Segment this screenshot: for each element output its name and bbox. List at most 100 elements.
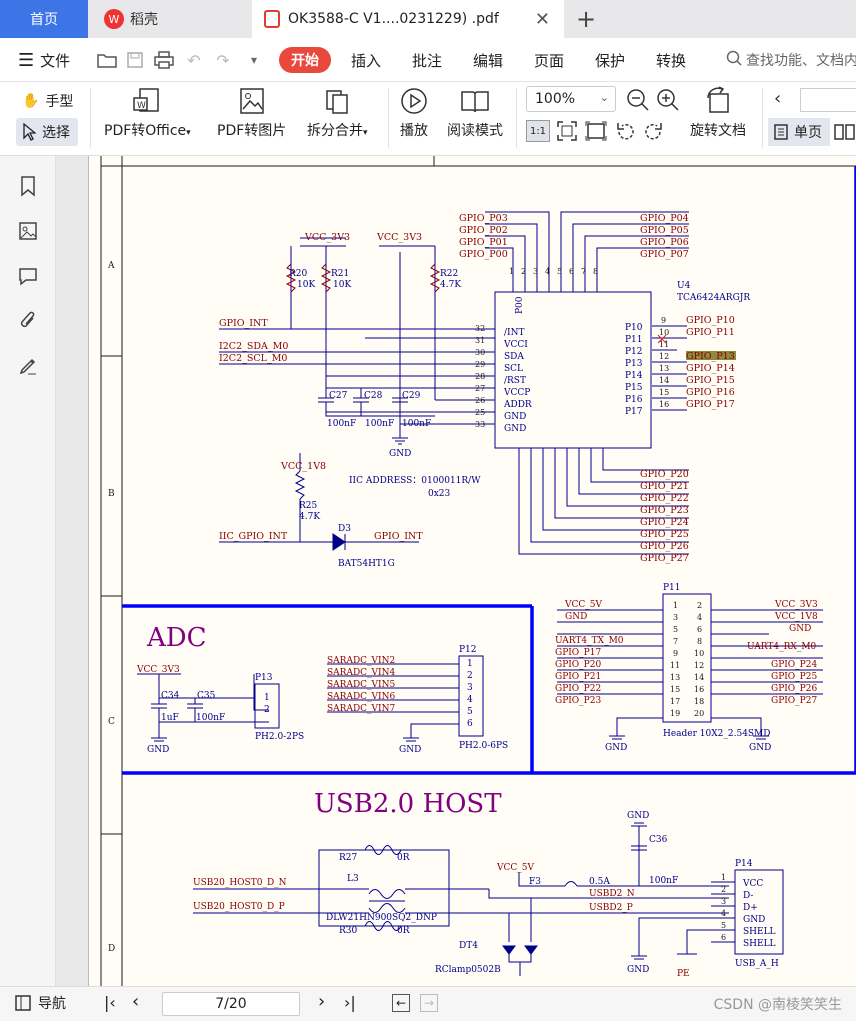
single-page-button[interactable]: 单页 xyxy=(768,118,830,146)
undo-icon[interactable]: ↶ xyxy=(187,50,201,70)
page-number-input[interactable]: 7/20 xyxy=(162,992,300,1016)
connector-pin: 4 xyxy=(697,613,702,622)
component-label: R22 xyxy=(440,269,458,279)
tab-home-label: 首页 xyxy=(30,12,58,28)
u4-pin-name: SDA xyxy=(504,352,524,362)
tab-home[interactable]: 首页 xyxy=(0,0,88,38)
decoupling-caps xyxy=(219,388,435,551)
plus-icon: + xyxy=(575,5,597,33)
document-viewer[interactable]: A B C D xyxy=(56,156,856,986)
net-label: GPIO_P20 xyxy=(555,660,601,670)
attachment-icon[interactable] xyxy=(16,309,40,333)
bookmark-icon[interactable] xyxy=(16,174,40,198)
net-label: GPIO_P26 xyxy=(640,541,689,552)
next-page-icon[interactable]: › xyxy=(318,991,326,1012)
component-value: 1uF xyxy=(161,713,179,723)
double-page-icon[interactable] xyxy=(834,122,856,146)
cursor-icon xyxy=(23,123,36,141)
component-label: C34 xyxy=(161,691,180,701)
chevron-left-icon[interactable]: ‹ xyxy=(774,88,782,109)
u4-pin-number: 3 xyxy=(533,267,538,276)
previous-page-icon[interactable]: ‹ xyxy=(132,991,140,1012)
pdf-to-image-button[interactable]: PDF转图片 xyxy=(217,86,286,140)
annotate-tab[interactable]: 批注 xyxy=(412,51,443,70)
play-button[interactable]: 播放 xyxy=(399,86,429,140)
section-borders xyxy=(122,166,856,775)
split-merge-button[interactable]: 拆分合并▾ xyxy=(307,86,368,140)
navigation-label: 导航 xyxy=(38,996,66,1012)
comment-icon[interactable] xyxy=(16,264,40,288)
rotate-document-button[interactable]: 旋转文档 xyxy=(690,86,746,140)
fit-width-icon[interactable] xyxy=(585,120,607,146)
navigation-icon xyxy=(15,995,31,1011)
connector-pin-name: D- xyxy=(743,891,753,901)
insert-tab[interactable]: 插入 xyxy=(351,51,382,70)
u4-pin-number: 7 xyxy=(581,267,586,276)
connector-pin: 1 xyxy=(264,693,270,703)
read-mode-button[interactable]: 阅读模式 xyxy=(447,86,503,140)
component-label: C29 xyxy=(402,391,421,401)
component-value: 100nF xyxy=(649,876,678,886)
chevron-down-icon[interactable]: ▾ xyxy=(250,53,258,67)
protect-tab[interactable]: 保护 xyxy=(595,51,626,70)
component-label: DT4 xyxy=(459,941,478,951)
open-folder-icon[interactable] xyxy=(96,49,118,71)
save-icon[interactable] xyxy=(124,49,146,71)
rotate-right-icon[interactable] xyxy=(643,120,665,146)
u4-pin-number: 4 xyxy=(545,267,550,276)
new-tab-button[interactable]: + xyxy=(566,0,606,38)
connector-pin: 9 xyxy=(673,649,678,658)
gnd-label: GND xyxy=(627,811,649,821)
component-value: 100nF xyxy=(327,419,356,429)
net-label: USBD2_P xyxy=(589,903,633,913)
connector-pin: 14 xyxy=(694,673,704,682)
iic-address-hex: 0x23 xyxy=(428,489,451,499)
net-label: VCC_1V8 xyxy=(280,461,326,472)
tab-pdf-document[interactable]: OK3588-C V1....0231229) .pdf✕ xyxy=(252,0,564,38)
zoom-in-icon[interactable] xyxy=(656,88,680,116)
close-icon[interactable]: ✕ xyxy=(534,8,550,30)
convert-tab[interactable]: 转换 xyxy=(656,51,687,70)
file-menu[interactable]: ☰文件 xyxy=(18,38,70,82)
u4-pin-name: P11 xyxy=(625,335,643,345)
component-value: 100nF xyxy=(196,713,225,723)
print-icon[interactable] xyxy=(153,49,175,71)
zoom-select[interactable]: 100%⌄ xyxy=(526,86,616,112)
actual-size-icon[interactable]: 1:1 xyxy=(526,120,550,142)
forward-icon[interactable]: → xyxy=(420,994,438,1012)
u4-pin-number: 13 xyxy=(659,364,669,373)
pdf-to-office-button[interactable]: W PDF转Office▾ xyxy=(104,86,191,140)
hand-tool-button[interactable]: ✋手型 xyxy=(16,88,78,114)
navigation-button[interactable]: 导航 xyxy=(14,993,66,1013)
page-jump-input[interactable] xyxy=(800,88,856,112)
u4-pin-name: GND xyxy=(504,412,526,422)
signature-icon[interactable] xyxy=(16,354,40,378)
back-icon[interactable]: ← xyxy=(392,994,410,1012)
redo-icon[interactable]: ↷ xyxy=(216,50,230,70)
rotate-document-icon xyxy=(707,86,729,113)
zoom-out-icon[interactable] xyxy=(626,88,650,116)
row-label-c: C xyxy=(108,717,115,727)
image-thumbnail-icon[interactable] xyxy=(16,219,40,243)
net-label: GPIO_P21 xyxy=(640,481,689,492)
net-label: GND xyxy=(789,624,811,634)
component-label: C27 xyxy=(329,391,348,401)
net-label: USB20_HOST0_D_N xyxy=(193,878,287,888)
edit-tab[interactable]: 编辑 xyxy=(473,51,504,70)
search-function-field[interactable]: 查找功能、文档内 xyxy=(726,38,856,82)
start-tab[interactable]: 开始 xyxy=(279,47,331,73)
pdf-to-image-label: PDF转图片 xyxy=(217,123,287,139)
connector-pin: 6 xyxy=(721,933,726,942)
page-tab[interactable]: 页面 xyxy=(534,51,565,70)
first-page-icon[interactable]: |‹ xyxy=(104,993,116,1012)
connector-pin: 20 xyxy=(694,709,704,718)
last-page-icon[interactable]: ›| xyxy=(344,993,356,1012)
select-tool-button[interactable]: 选择 xyxy=(16,118,78,146)
connector-pin: 19 xyxy=(670,709,680,718)
connector-pin: 5 xyxy=(673,625,678,634)
gnd-label: GND xyxy=(389,449,411,459)
component-value: 100nF xyxy=(402,419,431,429)
fit-page-icon[interactable] xyxy=(556,120,578,146)
rotate-left-icon[interactable] xyxy=(614,120,636,146)
